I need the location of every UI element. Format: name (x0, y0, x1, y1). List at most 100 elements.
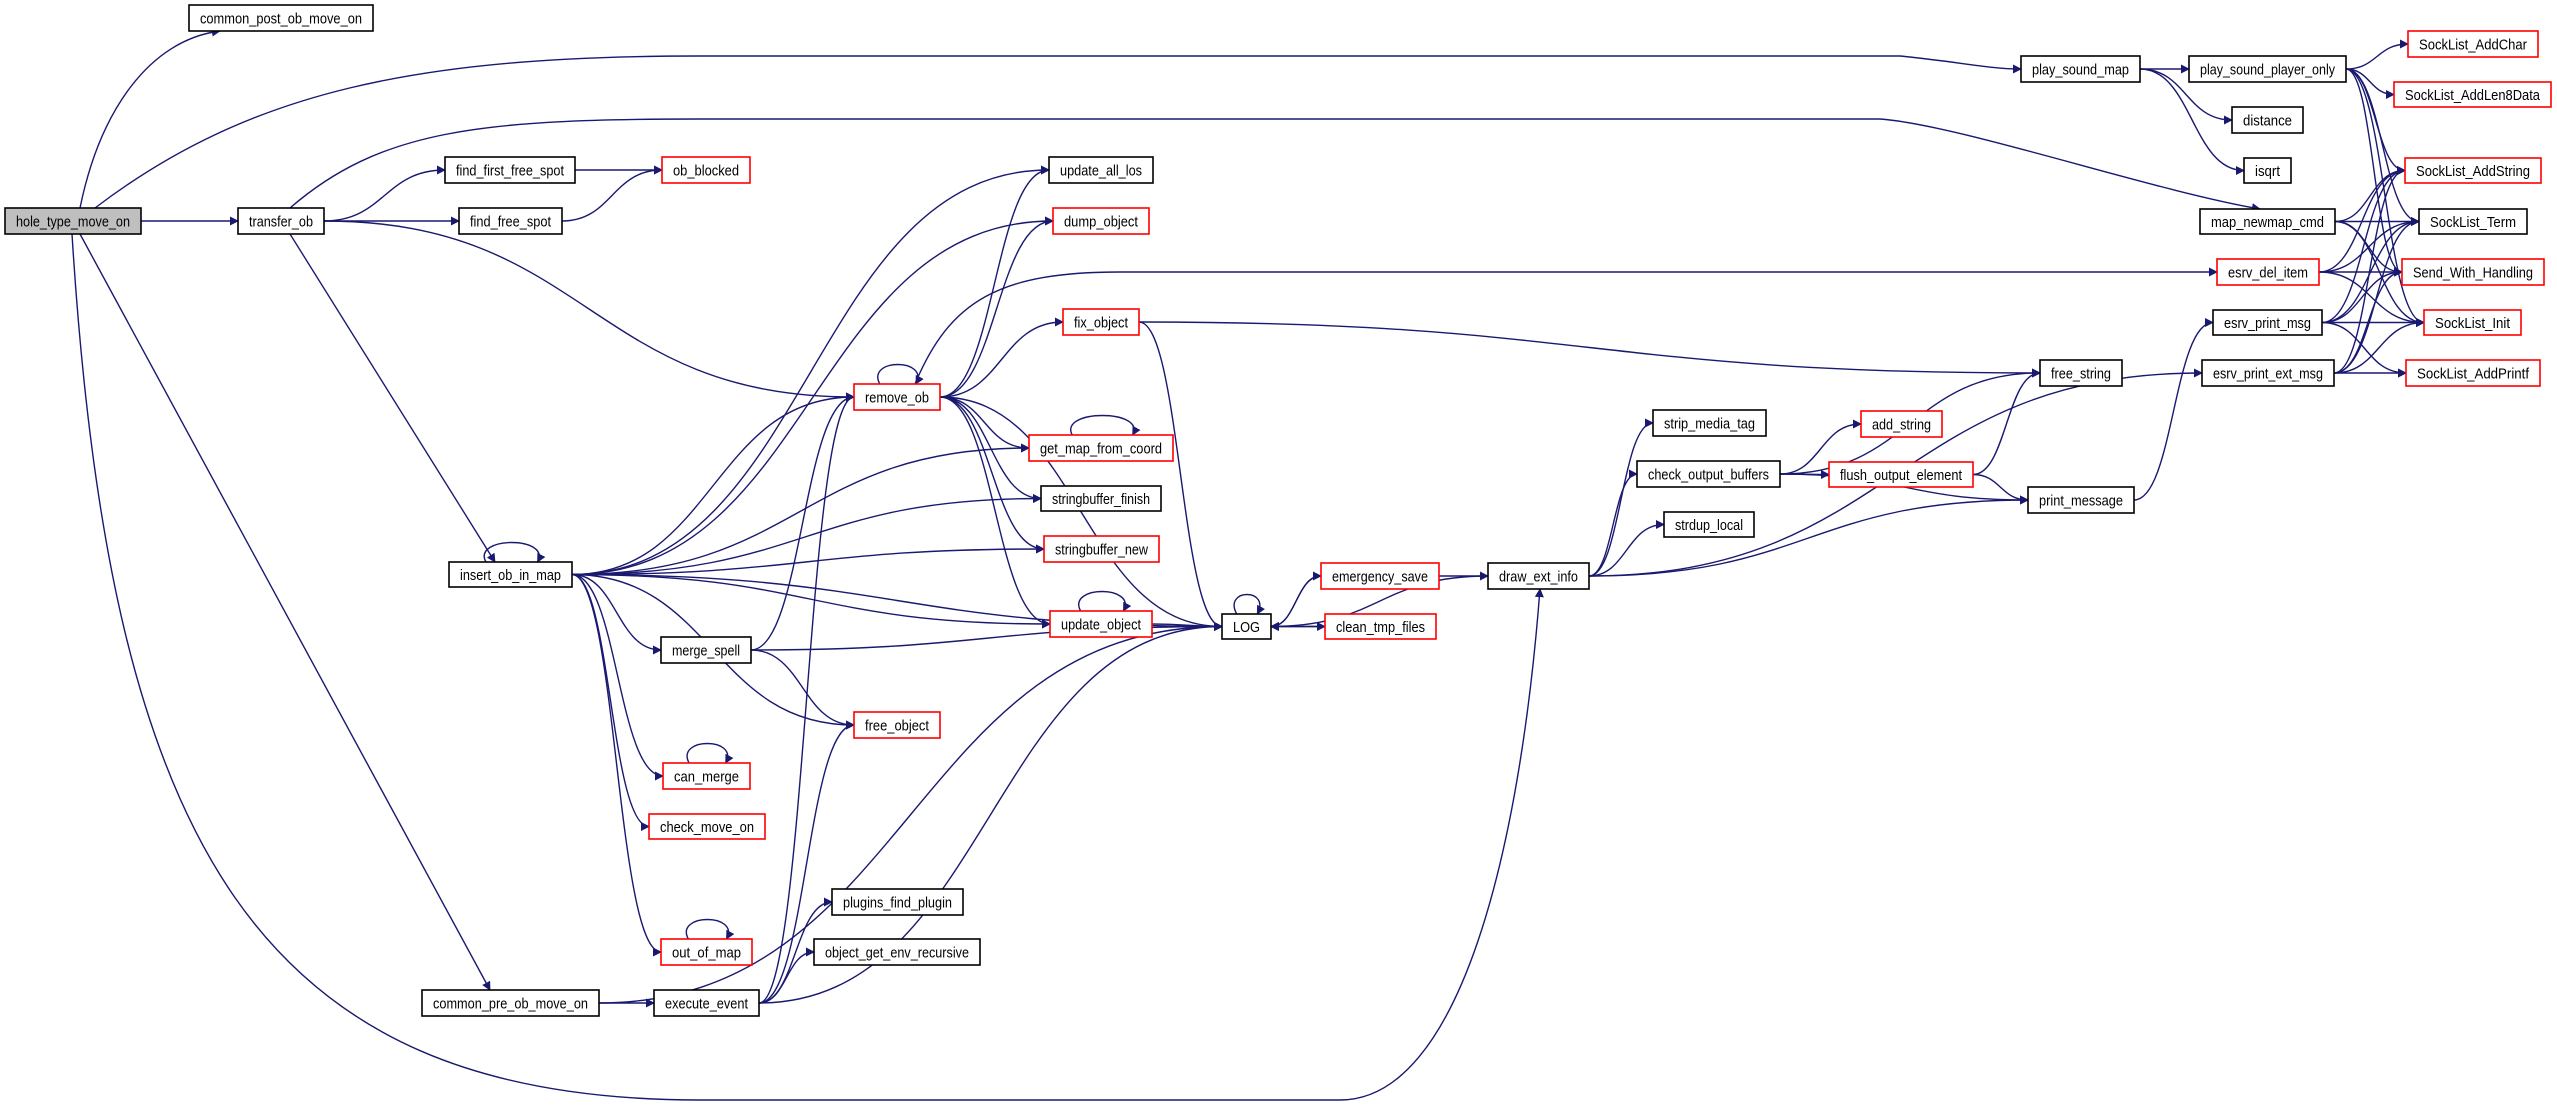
node-box (831, 888, 964, 916)
node-box (2216, 258, 2320, 286)
node-label: plugins_find_plugin (843, 895, 952, 912)
node-execute_event[interactable]: execute_event (653, 989, 760, 1017)
node-label: execute_event (665, 996, 749, 1013)
node-label: map_newmap_cmd (2211, 214, 2324, 231)
edge-remove_ob-to-remove_ob (877, 363, 924, 385)
node-remove_ob[interactable]: remove_ob (853, 383, 941, 411)
node-box (2243, 157, 2292, 184)
node-strip_media_tag[interactable]: strip_media_tag (1652, 409, 1767, 437)
node-box (2199, 208, 2336, 235)
node-dump_object[interactable]: dump_object (1052, 207, 1150, 235)
node-label: LOG (1233, 619, 1260, 636)
node-box (1320, 562, 1440, 590)
node-label: esrv_del_item (2228, 265, 2308, 282)
edge-execute_event-to-LOG (758, 622, 1223, 1004)
node-object_get_env_recursive[interactable]: object_get_env_recursive (813, 938, 981, 966)
edge-draw_ext_info-to-check_output_buffers (1588, 469, 1638, 577)
node-play_sound_player_only[interactable]: play_sound_player_only (2188, 55, 2347, 83)
node-stringbuffer_new[interactable]: stringbuffer_new (1043, 535, 1160, 563)
edge-insert_ob_in_map-to-remove_ob (571, 392, 855, 576)
edge-insert_ob_in_map-to-stringbuffer_new (571, 544, 1045, 576)
edge-remove_ob-to-fix_object (939, 317, 1064, 398)
node-get_map_from_coord[interactable]: get_map_from_coord (1028, 434, 1174, 462)
edges-layer (71, 27, 2425, 1101)
edge-play_sound_map-to-isqrt (2139, 68, 2245, 175)
node-label: remove_ob (865, 390, 929, 407)
node-label: stringbuffer_new (1055, 542, 1148, 559)
node-free_object[interactable]: free_object (853, 711, 941, 739)
node-SockList_Term[interactable]: SockList_Term (2418, 208, 2528, 235)
node-check_output_buffers[interactable]: check_output_buffers (1636, 460, 1781, 488)
node-ob_blocked[interactable]: ob_blocked (661, 156, 751, 184)
node-SockList_AddPrintf[interactable]: SockList_AddPrintf (2405, 359, 2541, 387)
node-esrv_print_ext_msg[interactable]: esrv_print_ext_msg (2201, 359, 2335, 387)
edge-find_free_spot-to-ob_blocked (561, 165, 663, 222)
edge-remove_ob-to-update_object (939, 396, 1051, 629)
node-label: SockList_Term (2430, 214, 2516, 231)
edge-insert_ob_in_map-to-update_all_los (571, 165, 1050, 576)
edge-remove_ob-to-esrv_del_item (914, 267, 2218, 385)
node-box (661, 156, 751, 184)
node-draw_ext_info[interactable]: draw_ext_info (1487, 562, 1590, 590)
node-update_all_los[interactable]: update_all_los (1048, 156, 1154, 184)
edge-insert_ob_in_map-to-merge_spell (571, 573, 662, 655)
node-esrv_del_item[interactable]: esrv_del_item (2216, 258, 2320, 286)
node-label: print_message (2039, 493, 2123, 510)
node-label: flush_output_element (1840, 467, 1963, 484)
node-find_free_spot[interactable]: find_free_spot (458, 207, 563, 235)
node-Send_With_Handling[interactable]: Send_With_Handling (2401, 258, 2545, 286)
node-print_message[interactable]: print_message (2027, 486, 2135, 514)
node-LOG[interactable]: LOG (1221, 613, 1272, 640)
node-SockList_AddChar[interactable]: SockList_AddChar (2407, 30, 2539, 58)
edge-esrv_print_ext_msg-to-Send_With_Handling (2333, 267, 2403, 374)
node-box (1663, 511, 1755, 538)
node-flush_output_element[interactable]: flush_output_element (1828, 461, 1974, 488)
node-label: check_output_buffers (1648, 467, 1769, 484)
node-emergency_save[interactable]: emergency_save (1320, 562, 1440, 590)
edge-flush_output_element-to-print_message (1972, 473, 2029, 505)
node-common_pre_ob_move_on[interactable]: common_pre_ob_move_on (421, 989, 600, 1017)
node-clean_tmp_files[interactable]: clean_tmp_files (1324, 613, 1437, 640)
node-common_post_ob_move_on[interactable]: common_post_ob_move_on (188, 4, 374, 32)
node-plugins_find_plugin[interactable]: plugins_find_plugin (831, 888, 964, 916)
node-label: distance (2243, 113, 2292, 130)
node-add_string[interactable]: add_string (1860, 410, 1943, 438)
node-label: check_move_on (660, 819, 754, 836)
node-stringbuffer_finish[interactable]: stringbuffer_finish (1040, 485, 1162, 512)
node-can_merge[interactable]: can_merge (662, 762, 751, 790)
node-merge_spell[interactable]: merge_spell (660, 636, 752, 664)
node-strdup_local[interactable]: strdup_local (1663, 511, 1755, 538)
edge-esrv_print_msg-to-SockList_Term (2321, 217, 2420, 324)
edge-execute_event-to-free_object (758, 720, 855, 1004)
node-insert_ob_in_map[interactable]: insert_ob_in_map (448, 561, 573, 588)
edge-draw_ext_info-to-strdup_local (1588, 520, 1665, 577)
node-update_object[interactable]: update_object (1049, 610, 1153, 638)
node-fix_object[interactable]: fix_object (1062, 308, 1140, 336)
node-SockList_AddString[interactable]: SockList_AddString (2404, 157, 2542, 184)
node-label: Send_With_Handling (2413, 265, 2533, 282)
node-box (853, 383, 941, 411)
node-label: add_string (1872, 417, 1931, 434)
node-label: out_of_map (672, 945, 741, 962)
node-find_first_free_spot[interactable]: find_first_free_spot (444, 156, 576, 184)
node-play_sound_map[interactable]: play_sound_map (2020, 55, 2141, 83)
node-box (421, 989, 600, 1017)
node-label: play_sound_player_only (2200, 62, 2335, 79)
node-esrv_print_msg[interactable]: esrv_print_msg (2212, 309, 2323, 336)
node-free_string[interactable]: free_string (2039, 359, 2123, 387)
node-transfer_ob[interactable]: transfer_ob (237, 207, 325, 235)
node-isqrt[interactable]: isqrt (2243, 157, 2292, 184)
node-distance[interactable]: distance (2231, 106, 2304, 134)
node-check_move_on[interactable]: check_move_on (648, 813, 766, 840)
node-map_newmap_cmd[interactable]: map_newmap_cmd (2199, 208, 2336, 235)
node-box (2404, 157, 2542, 184)
node-SockList_AddLen8Data[interactable]: SockList_AddLen8Data (2393, 81, 2552, 108)
edge-insert_ob_in_map-to-can_merge (571, 573, 664, 781)
node-box (2393, 81, 2552, 108)
node-out_of_map[interactable]: out_of_map (660, 938, 753, 966)
edge-common_pre_ob_move_on-to-LOG (598, 622, 1223, 1004)
node-label: common_pre_ob_move_on (433, 996, 588, 1013)
node-label: object_get_env_recursive (825, 945, 969, 962)
node-SockList_Init[interactable]: SockList_Init (2423, 309, 2522, 336)
edge-check_output_buffers-to-add_string (1779, 419, 1862, 475)
